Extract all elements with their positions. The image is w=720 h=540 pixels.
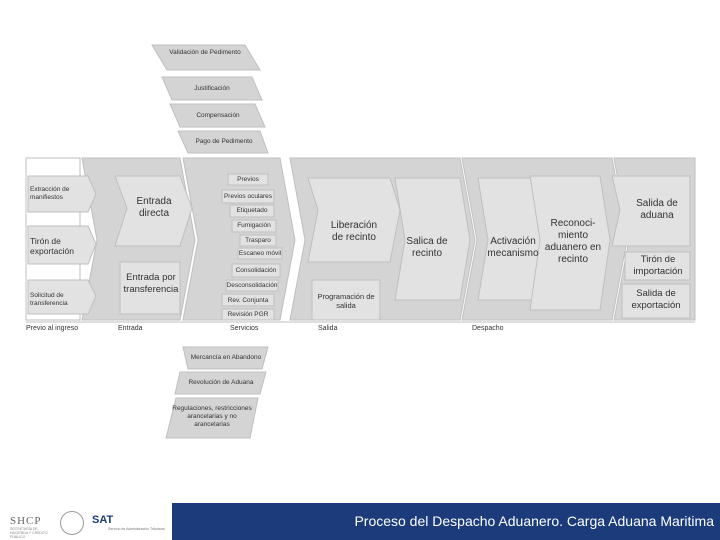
col1-box-2 <box>27 225 97 265</box>
section-servicios: Servicios <box>230 325 259 332</box>
col1-label-1: Extracción de manifiestos <box>30 186 70 201</box>
footer-title: Proceso del Despacho Aduanero. Carga Adu… <box>354 513 714 529</box>
bottom-box-2 <box>174 371 267 395</box>
col5-label-1: Salica de recinto <box>406 236 448 259</box>
svc-label-10: Revisión PGR <box>227 311 269 318</box>
col4-label-1: Liberación de recinto <box>330 220 378 243</box>
col8-box-1 <box>611 175 691 247</box>
top-box-label-4: Pago de Pedimento <box>195 138 253 145</box>
col2-box-1 <box>114 175 193 247</box>
col7-box-1 <box>529 175 611 311</box>
section-salida: Salida <box>318 325 338 332</box>
svc-label-3: Etiquetado <box>236 207 268 214</box>
bottom-box-label-3: Regulaciones, restricciones arancelarias… <box>172 405 252 428</box>
shcp-logo-subtitle: SECRETARÍA DE HACIENDA Y CRÉDITO PÚBLICO <box>10 527 48 539</box>
bottom-box-label-2: Revolución de Aduana <box>188 379 254 386</box>
svc-label-2: Previos oculares <box>223 193 273 200</box>
col8-box-2 <box>624 251 691 281</box>
bottom-box-3 <box>165 397 259 439</box>
sat-logo-subtitle: Servicio de Administración Tributaria <box>108 527 165 531</box>
section-despacho: Despacho <box>472 325 504 332</box>
svc-box-8 <box>225 279 279 292</box>
bottom-box-1 <box>182 346 269 370</box>
section-previo: Previo al ingreso <box>26 325 79 332</box>
svc-label-4: Fumigación <box>237 222 271 229</box>
svc-box-2 <box>221 189 275 204</box>
sat-logo: SAT <box>92 514 114 526</box>
svc-label-8: Desconsolidación <box>226 282 278 289</box>
svc-box-9 <box>221 293 275 307</box>
col2-label-1: Entrada directa <box>136 196 172 219</box>
top-box-4 <box>177 130 269 154</box>
col1-box-1 <box>27 175 97 213</box>
col2-box-2 <box>119 261 181 315</box>
svc-box-5 <box>239 234 277 247</box>
section-entrada: Entrada <box>118 325 143 332</box>
shcp-logo: SHCP <box>10 515 42 527</box>
svc-box-10 <box>221 308 275 321</box>
svc-box-1 <box>227 173 269 186</box>
top-box-label-1: Validación de Pedimento <box>169 49 241 56</box>
top-box-1 <box>151 44 261 71</box>
col8-box-3 <box>621 283 691 319</box>
top-box-2 <box>161 76 263 101</box>
col1-box-3 <box>27 279 97 315</box>
col1-label-3: Solicitud de transferencia <box>30 292 68 307</box>
svc-box-4 <box>231 219 277 233</box>
col2-label-2: Entrada por transferencia <box>123 272 179 295</box>
col8-label-1: Salida de aduana <box>636 198 678 221</box>
col4-box-2 <box>311 279 381 321</box>
svc-label-1: Previos <box>237 176 259 183</box>
top-box-label-2: Justificación <box>194 85 230 92</box>
svc-label-9: Rev. Conjunta <box>227 297 269 304</box>
col8-label-2: Tirón de importación <box>633 254 683 277</box>
top-box-label-3: Compensación <box>196 112 240 119</box>
col4-box-1 <box>307 177 401 263</box>
footer-title-bar: Proceso del Despacho Aduanero. Carga Adu… <box>172 503 720 540</box>
col7-label-1: Reconoci- miento aduanero en recinto <box>544 218 602 265</box>
col4-label-2: Programación de salida <box>317 292 375 310</box>
svc-label-6: Escaneo móvil <box>238 250 282 257</box>
col1-label-2: Tirón de exportación <box>30 236 74 256</box>
svc-box-7 <box>231 263 281 278</box>
svc-box-3 <box>229 204 275 218</box>
col6-label-1: Activación mecanismo <box>487 236 539 259</box>
seal-icon <box>60 511 84 535</box>
svc-label-7: Consolidación <box>235 267 277 274</box>
svc-label-5: Trasparo <box>245 237 271 244</box>
col8-label-3: Salida de exportación <box>631 288 681 311</box>
top-box-3 <box>169 103 266 128</box>
col5-box-1 <box>394 177 471 301</box>
svc-box-6 <box>237 247 283 260</box>
bottom-box-label-1: Mercancía en Abandono <box>190 354 262 361</box>
